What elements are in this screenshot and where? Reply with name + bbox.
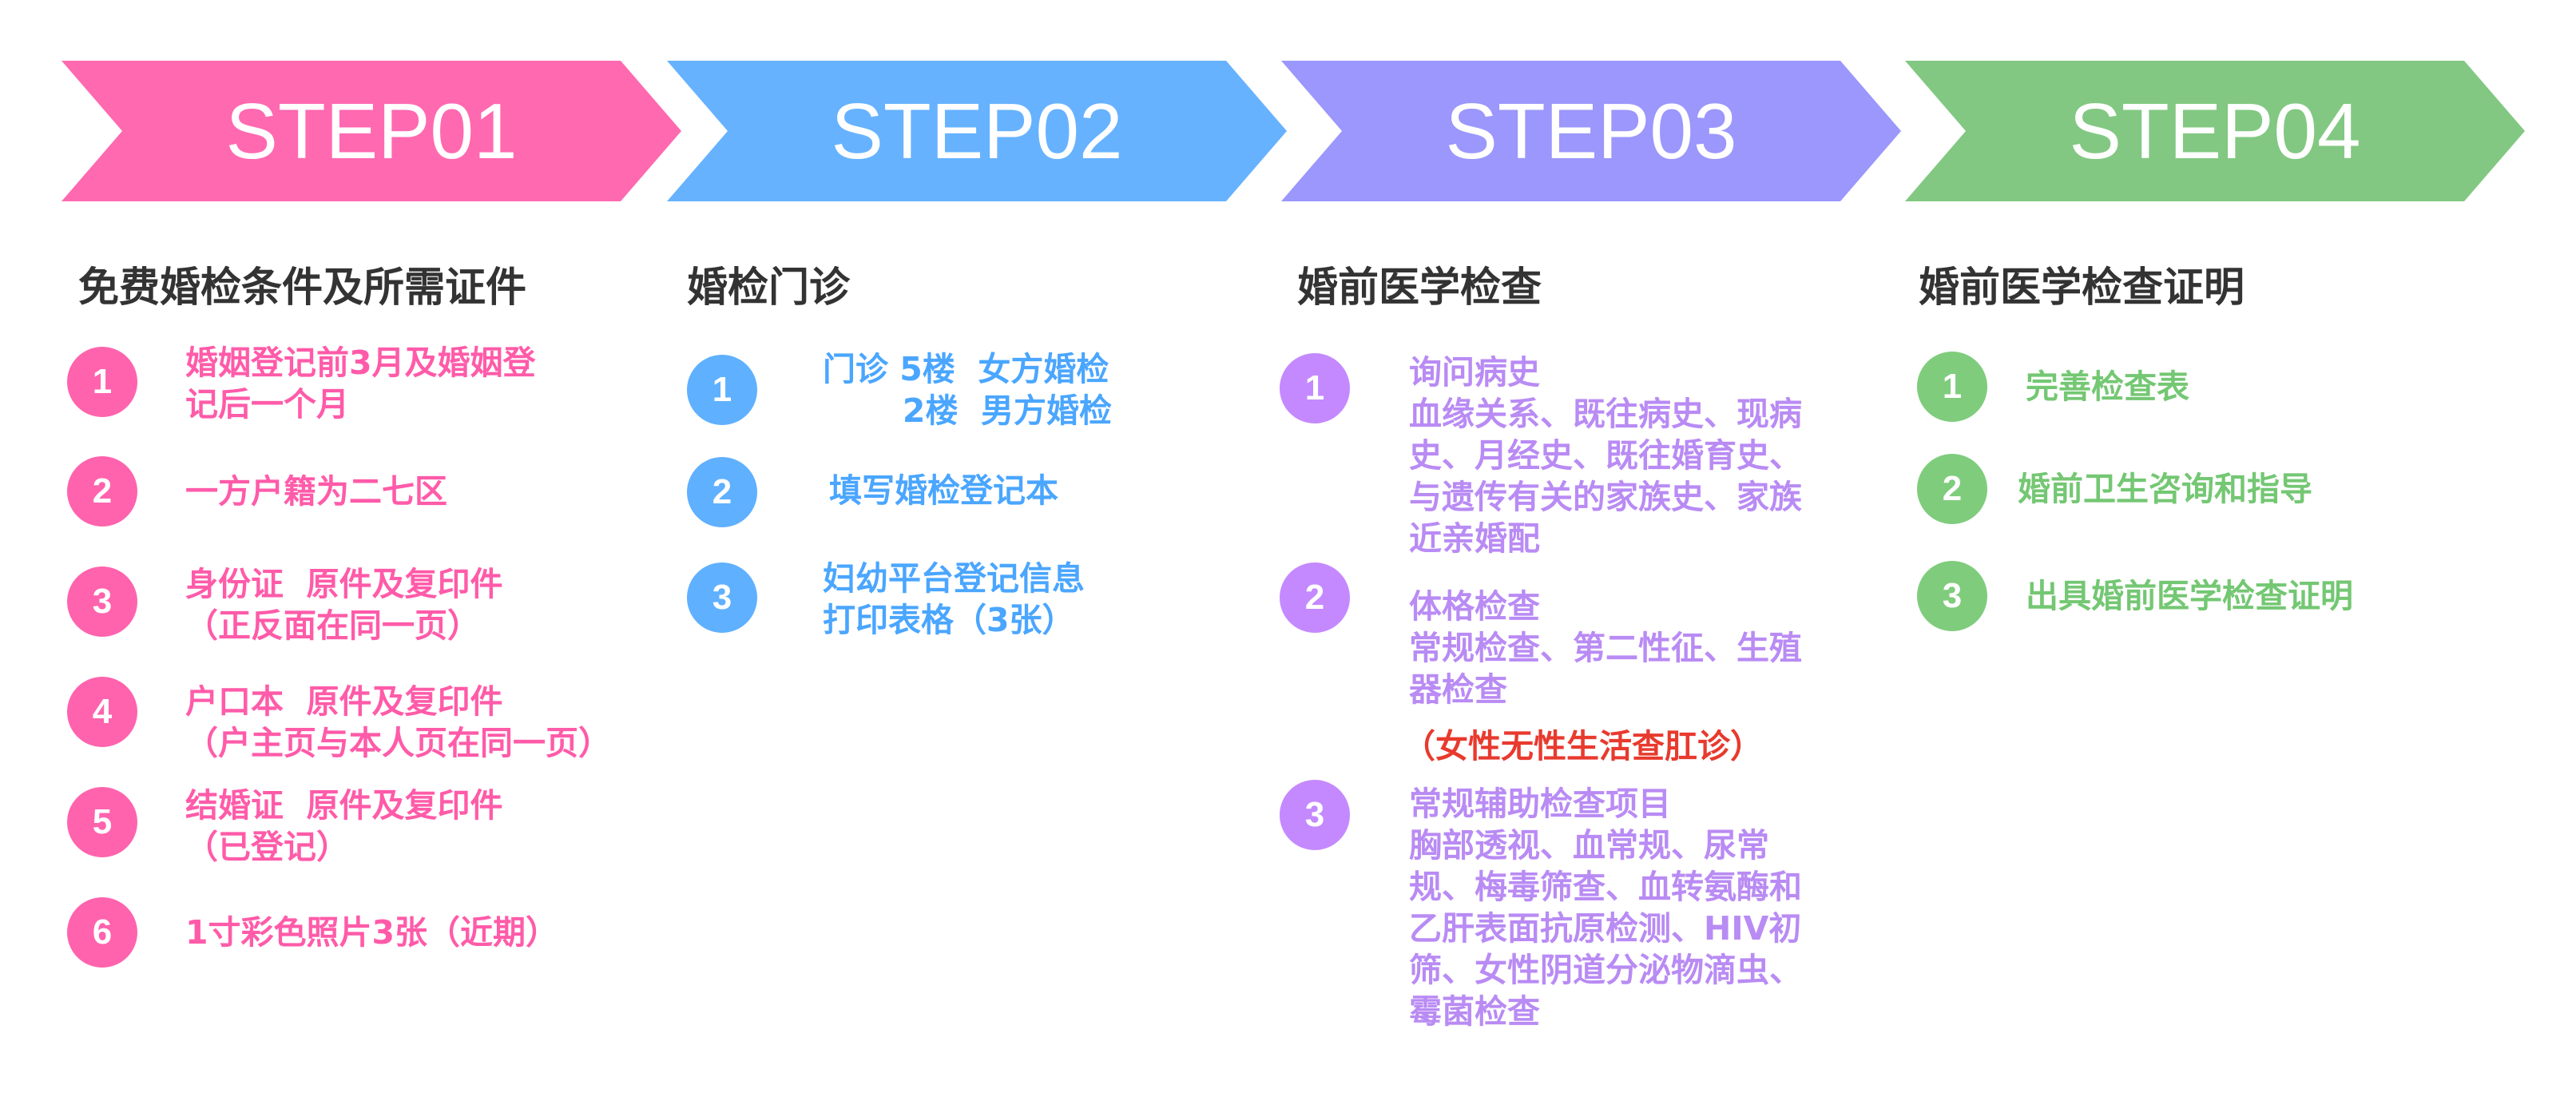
step-arrow-4 (1905, 61, 2525, 201)
step2-item-3-text: 妇幼平台登记信息 打印表格（3张） (823, 559, 1085, 639)
step2-number-1: 1 (687, 355, 757, 425)
step4-item-3-text: 出具婚前医学检查证明 (2026, 577, 2353, 615)
step1-number-2: 2 (67, 456, 137, 527)
step1-item-5-text: 结婚证 原件及复印件 （已登记） (185, 786, 503, 866)
step2-item-1-text: 门诊 5楼 女方婚检 2楼 男方婚检 (823, 350, 1112, 430)
step4-number-1: 1 (1917, 352, 1987, 422)
step2-item-2-text: 填写婚检登记本 (829, 471, 1058, 510)
step-label-1: STEP01 (225, 87, 518, 175)
step1-item-1-text: 婚姻登记前3月及婚姻登 记后一个月 (185, 344, 536, 423)
step1-number-6: 6 (67, 897, 137, 968)
step-arrows (62, 61, 2525, 201)
step4-item-1-text: 完善检查表 (2026, 368, 2189, 406)
step3-number-3: 3 (1280, 780, 1350, 850)
step4-number-3: 3 (1917, 561, 1987, 631)
step4-heading: 婚前医学检查证明 (1919, 264, 2245, 312)
step1-item-4-text: 户口本 原件及复印件 （户主页与本人页在同一页） (185, 682, 611, 762)
step-arrow-1 (62, 61, 681, 201)
step2-number-3: 3 (687, 562, 757, 633)
step4-number-2: 2 (1917, 454, 1987, 524)
step1-item-6-text: 1寸彩色照片3张（近期） (185, 913, 559, 952)
step1-number-3: 3 (67, 566, 137, 637)
step1-number-1: 1 (67, 347, 137, 417)
step3-number-1: 1 (1280, 353, 1350, 423)
step3-heading: 婚前医学检查 (1297, 264, 1542, 312)
step2-number-2: 2 (687, 457, 757, 527)
step-label-2: STEP02 (831, 87, 1123, 175)
step-arrow-2 (667, 61, 1287, 201)
step4-item-2-text: 婚前卫生咨询和指导 (2018, 470, 2312, 508)
step1-number-5: 5 (67, 787, 137, 857)
step3-number-2: 2 (1280, 562, 1350, 633)
step3-item-1-text: 询问病史 血缘关系、既往病史、现病 史、月经史、既往婚育史、 与遗传有关的家族史… (1409, 353, 1802, 558)
step2-heading: 婚检门诊 (687, 264, 851, 312)
step3-item-2-note: （女性无性生活查肛诊） (1403, 727, 1763, 765)
step-label-3: STEP03 (1445, 87, 1737, 175)
step3-item-2-text: 体格检查 常规检查、第二性征、生殖 器检查 (1409, 587, 1802, 709)
step-label-4: STEP04 (2069, 87, 2361, 175)
step-arrow-3 (1281, 61, 1901, 201)
step1-number-4: 4 (67, 677, 137, 747)
step1-item-2-text: 一方户籍为二七区 (185, 472, 447, 511)
step1-heading: 免费婚检条件及所需证件 (78, 264, 527, 312)
step3-item-3-text: 常规辅助检查项目 胸部透视、血常规、尿常 规、梅毒筛查、血转氨酶和 乙肝表面抗原… (1409, 785, 1802, 1031)
step1-item-3-text: 身份证 原件及复印件 （正反面在同一页） (185, 565, 503, 645)
